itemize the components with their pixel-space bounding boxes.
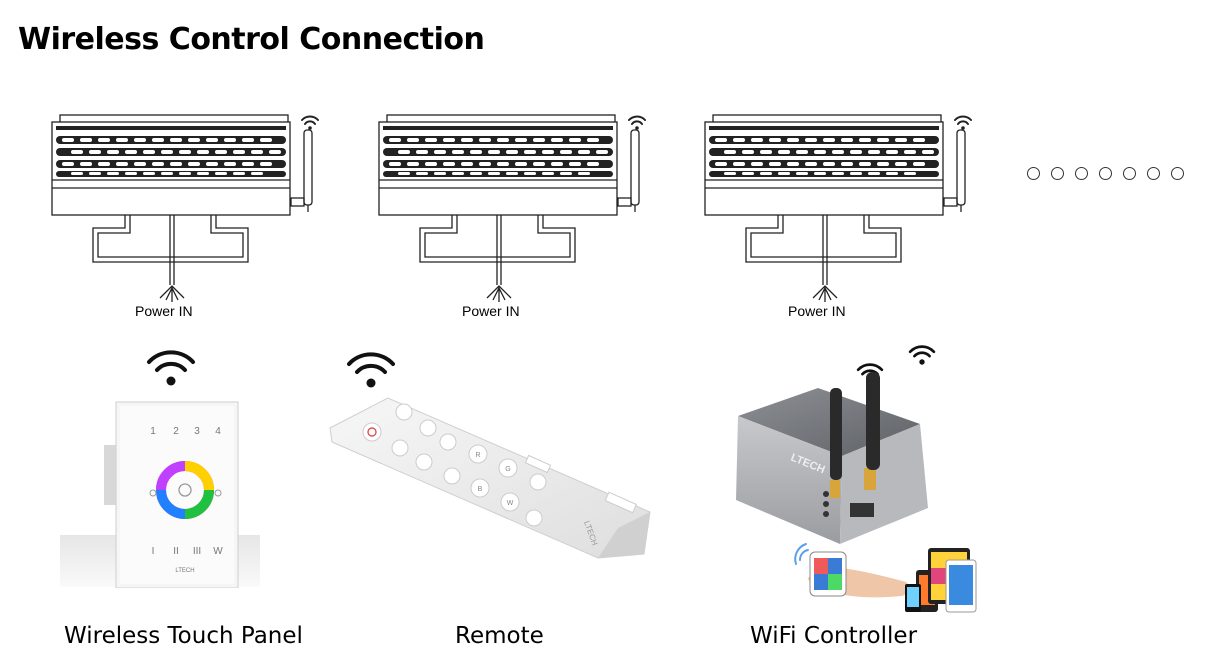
driver-drawing xyxy=(704,114,972,302)
bottom-3-label: III xyxy=(193,546,201,557)
remote-button-g: G xyxy=(505,466,510,473)
bottom-2-label: II xyxy=(173,546,179,557)
zone-3-label: 3 xyxy=(194,426,200,437)
ellipsis-dot xyxy=(1075,167,1088,180)
driver-drawing xyxy=(378,114,646,302)
ellipsis-dot xyxy=(1099,167,1112,180)
zone-2-label: 2 xyxy=(173,426,179,437)
ellipsis-dot xyxy=(1171,167,1184,180)
remote-button-r: R xyxy=(475,452,480,459)
ellipsis-dot xyxy=(1123,167,1136,180)
wifi-controller-label: WiFi Controller xyxy=(750,623,918,649)
bottom-4-label: W xyxy=(213,546,223,557)
remote-button-w: W xyxy=(507,500,514,507)
driver-drawing xyxy=(51,114,319,302)
bottom-1-label: I xyxy=(152,546,155,557)
power-in-label: Power IN xyxy=(135,303,193,319)
brand-label: LTECH xyxy=(175,568,194,574)
touch-panel-icon: 1 2 3 4 I II III W LTECH xyxy=(60,401,260,588)
led-driver-3: Power IN xyxy=(703,110,983,325)
touch-panel-label: Wireless Touch Panel xyxy=(64,623,303,649)
ellipsis-dot xyxy=(1051,167,1064,180)
ellipsis-dot xyxy=(1147,167,1160,180)
power-in-label: Power IN xyxy=(788,303,846,319)
remote-label: Remote xyxy=(455,623,544,649)
more-drivers-ellipsis xyxy=(1027,167,1184,180)
wifi-signal-icon xyxy=(908,345,936,365)
zone-4-label: 4 xyxy=(215,426,221,437)
led-driver-2: Power IN xyxy=(377,110,657,325)
remote-button-b: B xyxy=(478,486,483,493)
zone-1-label: 1 xyxy=(150,426,156,437)
wifi-signal-icon xyxy=(347,352,395,388)
power-in-label: Power IN xyxy=(462,303,520,319)
page-title: Wireless Control Connection xyxy=(18,22,485,57)
led-driver-1: Power IN xyxy=(50,110,330,325)
wifi-controller-icon: LTECH xyxy=(736,372,977,613)
wifi-signal-icon xyxy=(147,350,195,386)
ellipsis-dot xyxy=(1027,167,1040,180)
remote-icon: R G B W LTECH xyxy=(329,397,651,559)
